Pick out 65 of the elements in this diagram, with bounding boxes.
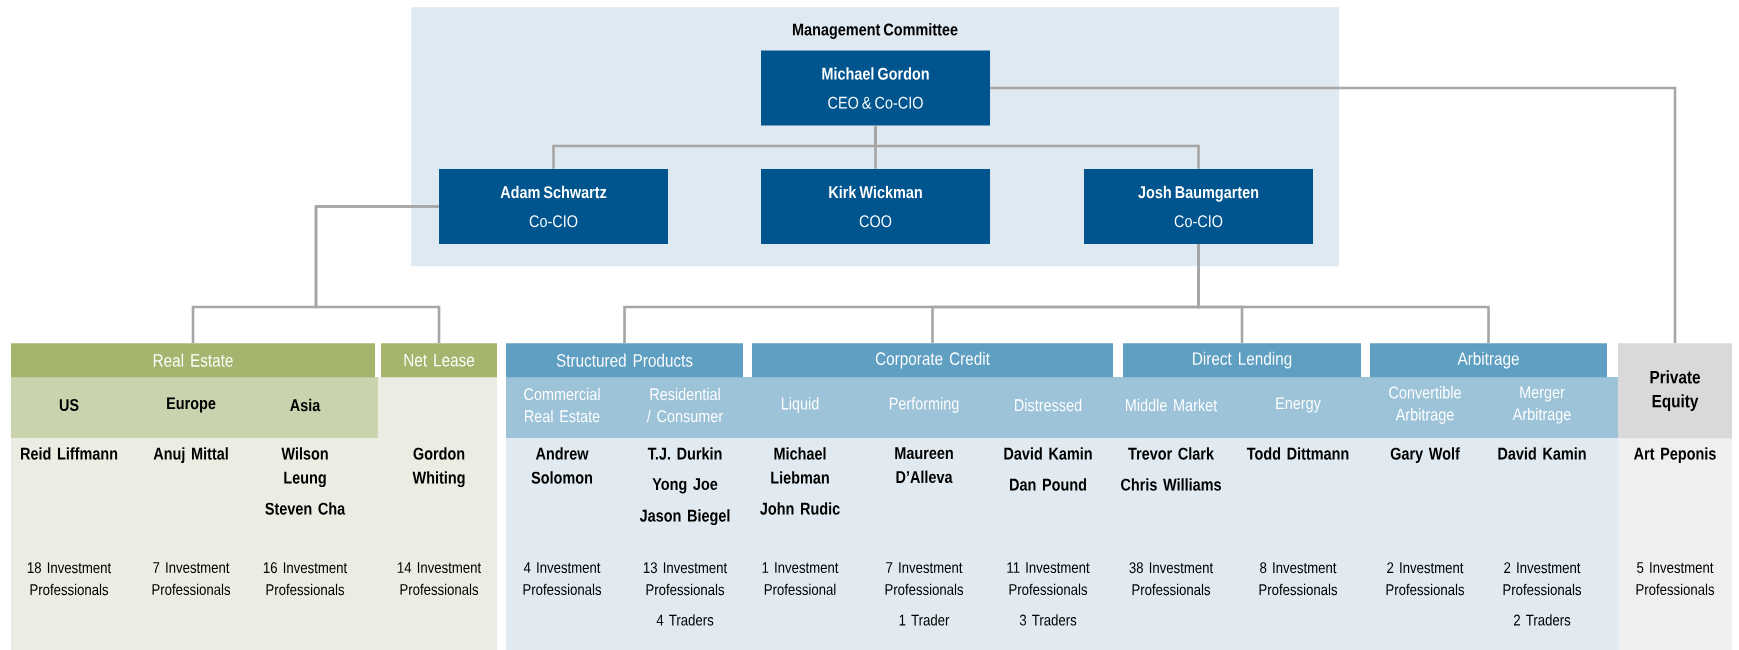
column-heading: Merger Arbitrage xyxy=(1512,386,1571,424)
connector-line xyxy=(874,125,1200,169)
connector-line xyxy=(990,86,1677,343)
person-name: Yong Joe xyxy=(652,478,718,494)
person-name: David Kamin xyxy=(1004,447,1092,460)
person-name: Jason Biegel xyxy=(639,509,730,526)
person-name: Art Peponis xyxy=(1634,447,1716,464)
staff-count: 38 Investment Professionals xyxy=(1129,562,1214,596)
group-header: Structured Products xyxy=(506,343,743,378)
person-box: Adam Schwartz Co-CIO xyxy=(439,169,668,244)
column-heading: Convertible Arbitrage xyxy=(1389,386,1461,424)
group-header: Direct Lending xyxy=(1123,343,1361,378)
staff-count: 7 Investment Professionals xyxy=(152,562,231,595)
column-heading: US xyxy=(59,398,79,411)
group-header: Arbitrage xyxy=(1370,343,1607,378)
column-heading: Asia xyxy=(290,398,321,412)
staff-count: 2 Traders xyxy=(1513,614,1571,626)
staff-count: 14 Investment Professionals xyxy=(397,562,482,595)
person-box: Josh Baumgarten Co-CIO xyxy=(1084,169,1313,244)
staff-count: 8 Investment Professionals xyxy=(1259,562,1338,596)
person-name: John Rudic xyxy=(760,502,840,515)
person-name: Michael Liebman xyxy=(771,447,829,484)
person-name: Chris Williams xyxy=(1121,478,1221,491)
person-box: Michael Gordon CEO & Co-CIO xyxy=(761,50,990,126)
group-header: Corporate Credit xyxy=(752,343,1113,378)
staff-count: 3 Traders xyxy=(1019,614,1077,626)
person-name: Anuj Mittal xyxy=(153,447,228,464)
person-name: Dan Pound xyxy=(1010,478,1086,491)
person-name: Gordon Whiting xyxy=(412,447,465,488)
person-name: Gary Wolf xyxy=(1390,447,1460,464)
column-heading: Performing xyxy=(889,397,959,413)
staff-count: 18 Investment Professionals xyxy=(27,562,112,596)
staff-count: 4 Traders xyxy=(656,614,714,626)
staff-count: 7 Investment Professionals xyxy=(885,562,964,595)
staff-count: 1 Trader xyxy=(899,614,950,626)
staff-count: 13 Investment Professionals xyxy=(643,562,728,596)
column-heading: Europe xyxy=(167,397,216,413)
group-header: Real Estate xyxy=(11,343,375,378)
person-name: Trevor Clark xyxy=(1128,447,1214,460)
staff-count: 1 Investment Professional xyxy=(762,562,839,595)
column-heading: Middle Market xyxy=(1126,398,1218,412)
person-name: Steven Cha xyxy=(265,502,346,515)
connector-line xyxy=(314,205,441,343)
person-name: Andrew Solomon xyxy=(531,447,592,484)
column-heading: Residential / Consumer xyxy=(646,387,723,423)
staff-count: 4 Investment Professionals xyxy=(523,562,602,595)
column-heading: Distressed xyxy=(1015,398,1082,412)
person-name: David Kamin xyxy=(1498,447,1586,460)
staff-count: 2 Investment Professionals xyxy=(1386,562,1465,596)
group-header: Net Lease xyxy=(381,343,497,378)
column-heading: Commercial Real Estate xyxy=(524,387,600,423)
staff-count: 5 Investment Professionals xyxy=(1636,562,1715,595)
column-heading: Energy xyxy=(1276,397,1321,413)
person-name: T.J. Durkin xyxy=(647,447,722,460)
staff-count: 2 Investment Professionals xyxy=(1503,562,1582,596)
person-name: Maureen D’Alleva xyxy=(895,447,953,484)
connector-line xyxy=(1197,244,1490,343)
staff-count: 11 Investment Professionals xyxy=(1007,562,1090,595)
column-heading: Liquid xyxy=(781,397,819,413)
group-header: Private Equity xyxy=(1618,343,1732,439)
person-name: Todd Dittmann xyxy=(1246,447,1349,460)
person-name: Wilson Leung xyxy=(281,447,328,488)
person-box: Kirk Wickman COO xyxy=(761,169,990,244)
person-name: Reid Liffmann xyxy=(21,447,118,460)
staff-count: 16 Investment Professionals xyxy=(263,562,348,596)
